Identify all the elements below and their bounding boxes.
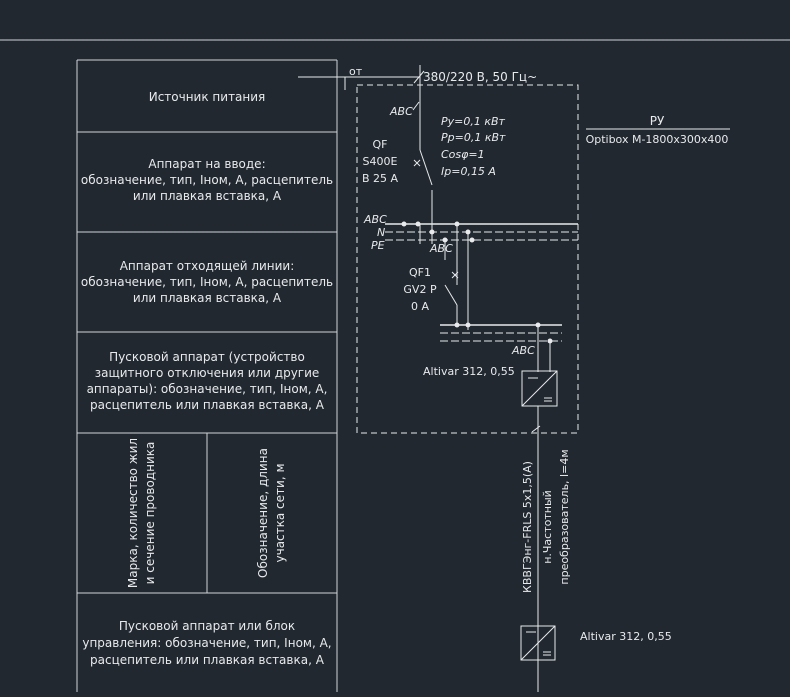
- svg-text:КВВГЭнг-FRLS 5x1,5(А): КВВГЭнг-FRLS 5x1,5(А): [521, 461, 534, 593]
- svg-text:ABC: ABC: [363, 213, 387, 226]
- row-control-unit: Пусковой аппарат или блок управления: об…: [82, 619, 331, 667]
- svg-text:или плавкая вставка, А: или плавкая вставка, А: [133, 291, 282, 305]
- panel-name: РУ: [650, 114, 665, 128]
- qf-label: QF S400E B 25 A: [362, 138, 399, 185]
- row-starter-device: Пусковой аппарат (устройство защитного о…: [87, 350, 328, 412]
- panel-enclosure: [356, 84, 579, 434]
- phase-label-top: ABC: [389, 105, 413, 118]
- svg-text:участка сети, м: участка сети, м: [273, 464, 287, 563]
- svg-text:управления: обозначение, тип,: управления: обозначение, тип, Iном, А,: [82, 636, 331, 650]
- source-feed: [298, 65, 425, 95]
- svg-text:N: N: [377, 226, 385, 239]
- bus-labels: ABC N PE: [363, 213, 387, 252]
- svg-text:GV2 P: GV2 P: [403, 283, 437, 296]
- svg-text:PE: PE: [371, 239, 385, 252]
- svg-text:Pу=0,1 кВт: Pу=0,1 кВт: [441, 115, 506, 128]
- bus-bars: [385, 223, 578, 244]
- bottom-drive-symbol: [520, 625, 556, 661]
- svg-text:Обозначение, длина: Обозначение, длина: [256, 448, 270, 578]
- lower-bus: [440, 324, 562, 372]
- qf1-label: QF1 GV2 P 0 A: [403, 266, 437, 313]
- svg-text:обозначение, тип, Iном, А, рас: обозначение, тип, Iном, А, расцепитель: [81, 173, 333, 187]
- svg-text:Аппарат отходящей линии:: Аппарат отходящей линии:: [120, 259, 295, 273]
- svg-text:Марка, количество жил: Марка, количество жил: [126, 438, 140, 588]
- load-params: Pу=0,1 кВт Pр=0,1 кВт Cosφ=1 Iр=0,15 А: [441, 115, 506, 178]
- svg-text:Аппарат на вводе:: Аппарат на вводе:: [148, 157, 265, 171]
- drive-label: Altivar 312, 0,55: [423, 365, 515, 378]
- row-outgoing-device: Аппарат отходящей линии: обозначение, ти…: [81, 259, 333, 305]
- svg-text:или плавкая вставка, А: или плавкая вставка, А: [133, 189, 282, 203]
- row-source-text: Источник питания: [149, 90, 266, 104]
- cell-cable-mark: Марка, количество жил и сечение проводни…: [126, 438, 157, 588]
- svg-text:и сечение проводника: и сечение проводника: [143, 442, 157, 585]
- row-input-device: Аппарат на вводе: обозначение, тип, Iном…: [81, 157, 333, 203]
- source-voltage-label: 380/220 В, 50 Гц~: [423, 70, 537, 84]
- svg-text:S400E: S400E: [363, 155, 398, 168]
- svg-text:Cosφ=1: Cosφ=1: [441, 148, 485, 161]
- svg-text:0 A: 0 A: [411, 300, 429, 313]
- drive-symbol: [521, 370, 558, 440]
- svg-text:н.Частотный: н.Частотный: [541, 490, 554, 564]
- svg-text:защитного отключения или други: защитного отключения или другие: [95, 366, 320, 380]
- phase-label-lower: ABC: [511, 344, 535, 357]
- cable-text: КВВГЭнг-FRLS 5x1,5(А) н.Частотный преобр…: [521, 449, 571, 593]
- svg-text:аппараты): обозначение, тип, I: аппараты): обозначение, тип, Iном, А,: [87, 382, 328, 396]
- svg-text:преобразователь, l=4м: преобразователь, l=4м: [558, 449, 571, 584]
- svg-text:расцепитель или плавкая вставк: расцепитель или плавкая вставка, А: [90, 398, 325, 412]
- lower-bus-junctions: [454, 322, 553, 344]
- svg-text:расцепитель или плавкая вставк: расцепитель или плавкая вставка, А: [90, 653, 325, 667]
- cell-line-length: Обозначение, длина участка сети, м: [256, 448, 287, 578]
- source-from-label: от: [349, 65, 363, 78]
- panel-type: Optibox M-1800x300x400: [586, 133, 729, 146]
- svg-text:B 25 A: B 25 A: [362, 172, 399, 185]
- title-table: [76, 59, 338, 692]
- bottom-drive-label: Altivar 312, 0,55: [580, 630, 672, 643]
- phase-label-branch: ABC: [429, 242, 453, 255]
- svg-text:Пусковой аппарат (устройство: Пусковой аппарат (устройство: [109, 350, 305, 364]
- svg-text:QF1: QF1: [409, 266, 431, 279]
- qf-breaker-symbol: [413, 95, 433, 225]
- qf1-breaker-symbol: [444, 224, 469, 330]
- svg-text:обозначение, тип, Iном, А, рас: обозначение, тип, Iном, А, расцепитель: [81, 275, 333, 289]
- svg-text:Iр=0,15 А: Iр=0,15 А: [441, 165, 496, 178]
- svg-text:Пусковой аппарат или блок: Пусковой аппарат или блок: [119, 619, 295, 633]
- svg-text:QF: QF: [373, 138, 388, 151]
- phase-tick: [412, 101, 420, 111]
- svg-text:Pр=0,1 кВт: Pр=0,1 кВт: [441, 131, 506, 144]
